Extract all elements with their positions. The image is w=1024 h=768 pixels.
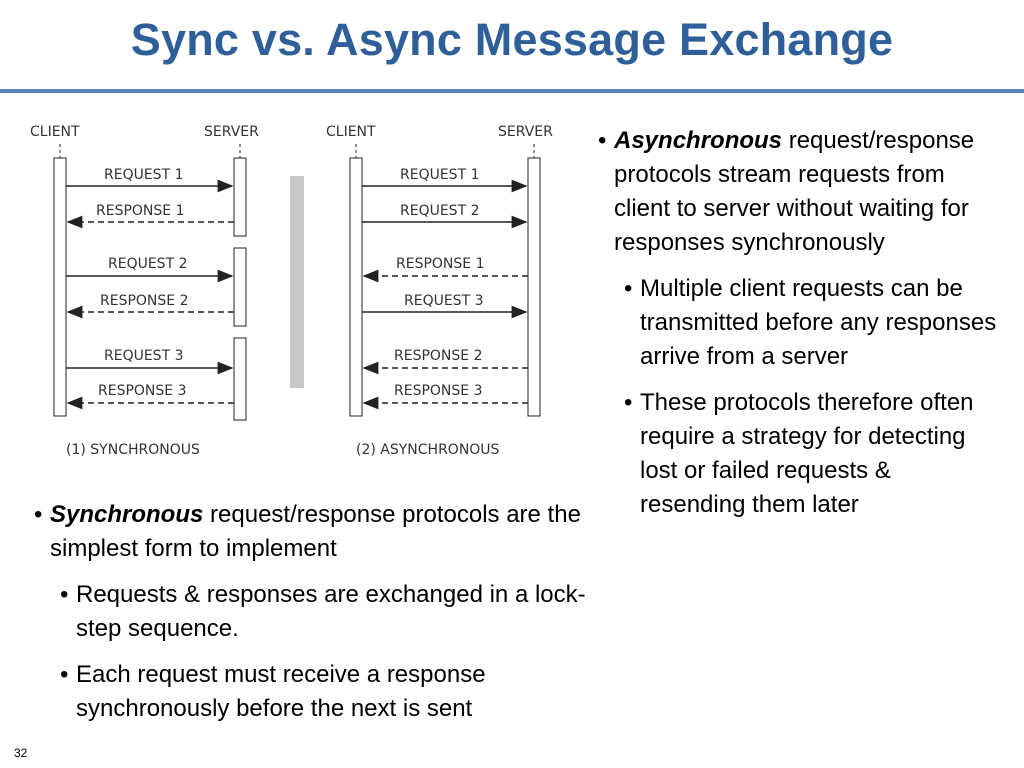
sync-sub-bullet-2: Each request must receive a response syn…: [60, 658, 594, 726]
async-server-label: SERVER: [498, 124, 553, 140]
async-client-activation: [349, 157, 363, 417]
async-label-response-2: RESPONSE 2: [394, 348, 482, 364]
sync-heading: Synchronous: [50, 501, 204, 528]
async-server-activation: [527, 157, 541, 417]
sequence-diagram: CLIENT SERVER REQUEST 1 RESPONSE 1 REQUE…: [28, 116, 588, 466]
async-label-request-2: REQUEST 2: [400, 203, 479, 219]
sync-body: request/response protocols are the simpl…: [50, 501, 581, 562]
sync-label-response-1: RESPONSE 1: [96, 203, 184, 219]
async-label-request-1: REQUEST 1: [400, 167, 479, 183]
sequence-diagram-svg: CLIENT SERVER REQUEST 1 RESPONSE 1 REQUE…: [30, 124, 553, 458]
sync-main-bullet: Synchronous request/response protocols a…: [34, 498, 594, 566]
async-caption: (2) ASYNCHRONOUS: [356, 442, 500, 458]
async-heading: Asynchronous: [614, 127, 783, 154]
sync-label-request-1: REQUEST 1: [104, 167, 183, 183]
async-label-request-3: REQUEST 3: [404, 293, 483, 309]
sync-label-request-2: REQUEST 2: [108, 256, 187, 272]
async-sub-bullet-1: Multiple client requests can be transmit…: [624, 272, 998, 374]
title-divider: [0, 89, 1024, 93]
sync-server-activation-2: [233, 247, 247, 327]
async-sub-bullet-2: These protocols therefore often require …: [624, 386, 998, 522]
sync-label-response-3: RESPONSE 3: [98, 383, 186, 399]
async-main-bullet: Asynchronous request/response protocols …: [598, 124, 998, 260]
sync-bullets: Synchronous request/response protocols a…: [34, 498, 594, 726]
diagram-separator: [290, 176, 304, 388]
sync-sub-bullet-1: Requests & responses are exchanged in a …: [60, 578, 594, 646]
sync-label-request-3: REQUEST 3: [104, 348, 183, 364]
page-number: 32: [14, 746, 28, 760]
async-client-label: CLIENT: [326, 124, 376, 140]
sync-server-label: SERVER: [204, 124, 259, 140]
slide-title: Sync vs. Async Message Exchange: [130, 14, 894, 65]
async-label-response-3: RESPONSE 3: [394, 383, 482, 399]
sync-server-activation-3: [233, 337, 247, 421]
async-label-response-1: RESPONSE 1: [396, 256, 484, 272]
sync-label-response-2: RESPONSE 2: [100, 293, 188, 309]
sync-caption: (1) SYNCHRONOUS: [66, 442, 200, 458]
sync-client-label: CLIENT: [30, 124, 80, 140]
sync-client-activation: [53, 157, 67, 417]
async-bullets: Asynchronous request/response protocols …: [598, 124, 998, 522]
async-body: request/response protocols stream reques…: [614, 127, 975, 256]
sync-server-activation-1: [233, 157, 247, 237]
